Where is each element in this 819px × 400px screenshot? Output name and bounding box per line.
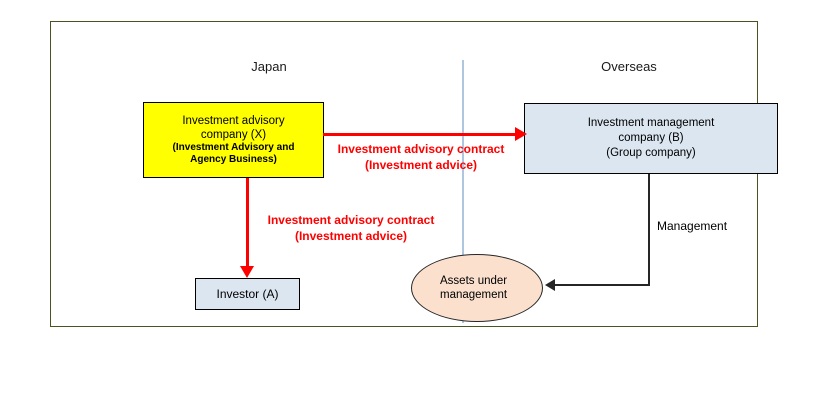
assets-ellipse-text: Assets under management	[440, 274, 528, 302]
arrow-advisory-to-investor-label: Investment advisory contract (Investment…	[251, 212, 451, 244]
management-box-line-3: (Group company)	[606, 147, 696, 159]
arrow-management-to-assets-vertical	[648, 174, 650, 286]
advisory-box-line-2: company (X)	[200, 129, 267, 141]
region-label-japan: Japan	[251, 59, 287, 74]
advisory-box-line-3: (Investment Advisory and	[172, 142, 295, 153]
node-investment-management-company[interactable]: Investment management company (B) (Group…	[524, 103, 778, 174]
arrow-down-head-icon	[240, 266, 254, 278]
arrow-right-head-icon	[515, 127, 527, 141]
arrow-bottom-label-line-2: (Investment advice)	[294, 229, 408, 243]
management-box-line-2: company (B)	[618, 132, 684, 144]
arrow-advisory-to-management-shaft	[323, 133, 519, 136]
advisory-box-line-1: Investment advisory	[182, 115, 285, 127]
arrow-management-label: Management	[657, 219, 728, 233]
arrow-advisory-to-management-label: Investment advisory contract (Investment…	[321, 141, 521, 173]
arrow-top-label-line-2: (Investment advice)	[364, 158, 478, 172]
arrow-top-label-line-1: Investment advisory contract	[337, 142, 505, 156]
investor-box-label: Investor (A)	[216, 287, 279, 301]
node-investor[interactable]: Investor (A)	[195, 278, 300, 310]
arrow-left-head-icon	[545, 279, 555, 291]
arrow-management-to-assets-horizontal	[554, 284, 650, 286]
arrow-advisory-to-investor-shaft	[246, 178, 249, 270]
node-assets-under-management[interactable]: Assets under management	[411, 254, 543, 322]
diagram-outer-frame: Japan Overseas Investment advisory compa…	[50, 21, 778, 327]
assets-ellipse-line-2: management	[440, 289, 508, 301]
assets-ellipse-line-1: Assets under	[440, 275, 508, 287]
region-label-overseas: Overseas	[601, 59, 657, 74]
region-divider-line	[462, 60, 464, 323]
node-investment-advisory-company[interactable]: Investment advisory company (X) (Investm…	[143, 102, 324, 178]
management-box-line-1: Investment management	[587, 117, 715, 129]
advisory-box-line-4: Agency Business)	[190, 154, 277, 165]
arrow-bottom-label-line-1: Investment advisory contract	[267, 213, 435, 227]
